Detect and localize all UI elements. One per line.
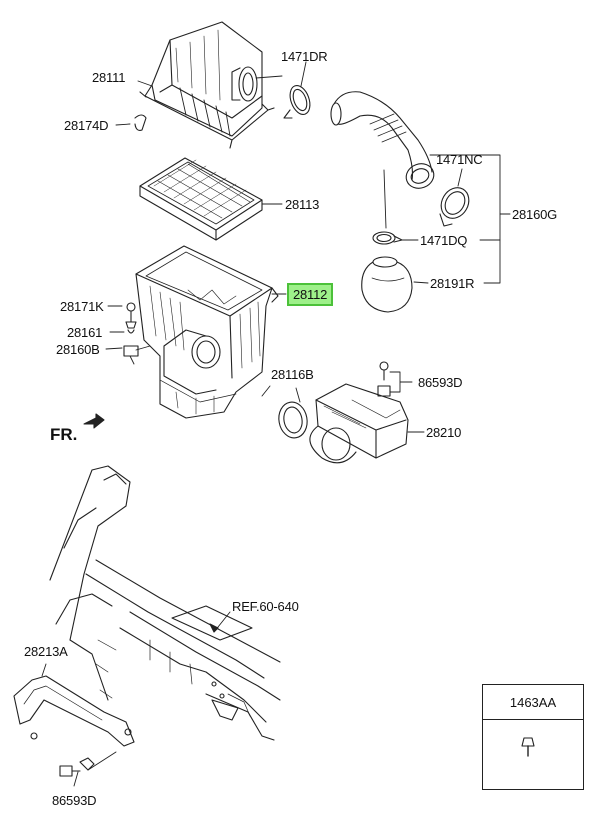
- label-1471dq: 1471DQ: [420, 233, 468, 248]
- ref-box-bolt: [521, 737, 535, 757]
- label-1471nc: 1471NC: [436, 152, 483, 167]
- air-cleaner-cover: [139, 21, 275, 149]
- intake-hose: [330, 91, 435, 189]
- label-28171k: 28171K: [60, 299, 104, 314]
- label-28160b: 28160B: [56, 342, 100, 357]
- vehicle-structure: [49, 465, 281, 741]
- label-28160g: 28160G: [512, 207, 558, 222]
- label-28174d: 28174D: [64, 118, 109, 133]
- hose-clamp-nc: [439, 187, 470, 227]
- label-86593d-top: 86593D: [418, 375, 463, 390]
- ref-arrowhead: [209, 623, 219, 633]
- label-ref-60-640: REF.60-640: [232, 599, 299, 614]
- hose-clamp-dr: [283, 85, 311, 119]
- bolts-bottom: [59, 751, 117, 787]
- bracket-part: [13, 663, 135, 747]
- seal-ring: [261, 385, 308, 439]
- hose-clamp-dq: [372, 231, 403, 245]
- fasteners-left: [105, 302, 151, 365]
- reference-box: 1463AA: [482, 684, 584, 790]
- label-28161: 28161: [67, 325, 103, 340]
- label-28213a: 28213A: [24, 644, 68, 659]
- label-28116b: 28116B: [271, 367, 314, 382]
- air-cleaner-body: [135, 245, 287, 419]
- label-28112-highlighted[interactable]: 28112: [287, 283, 334, 306]
- label-28113: 28113: [285, 197, 320, 212]
- label-28210: 28210: [426, 425, 462, 440]
- label-28191r: 28191R: [430, 276, 475, 291]
- resonator: [361, 256, 413, 313]
- front-indicator: FR.: [50, 425, 78, 444]
- front-arrow-icon: [83, 413, 105, 429]
- label-28111: 28111: [92, 70, 126, 85]
- leader-lines-upper: [115, 61, 511, 284]
- air-filter-element: [139, 157, 283, 241]
- air-duct: [309, 383, 425, 464]
- reference-box-label: 1463AA: [483, 685, 583, 720]
- label-1471dr: 1471DR: [281, 49, 328, 64]
- label-86593d-bottom: 86593D: [52, 793, 97, 808]
- bolts-top: [377, 361, 413, 397]
- clip-part: [134, 114, 147, 131]
